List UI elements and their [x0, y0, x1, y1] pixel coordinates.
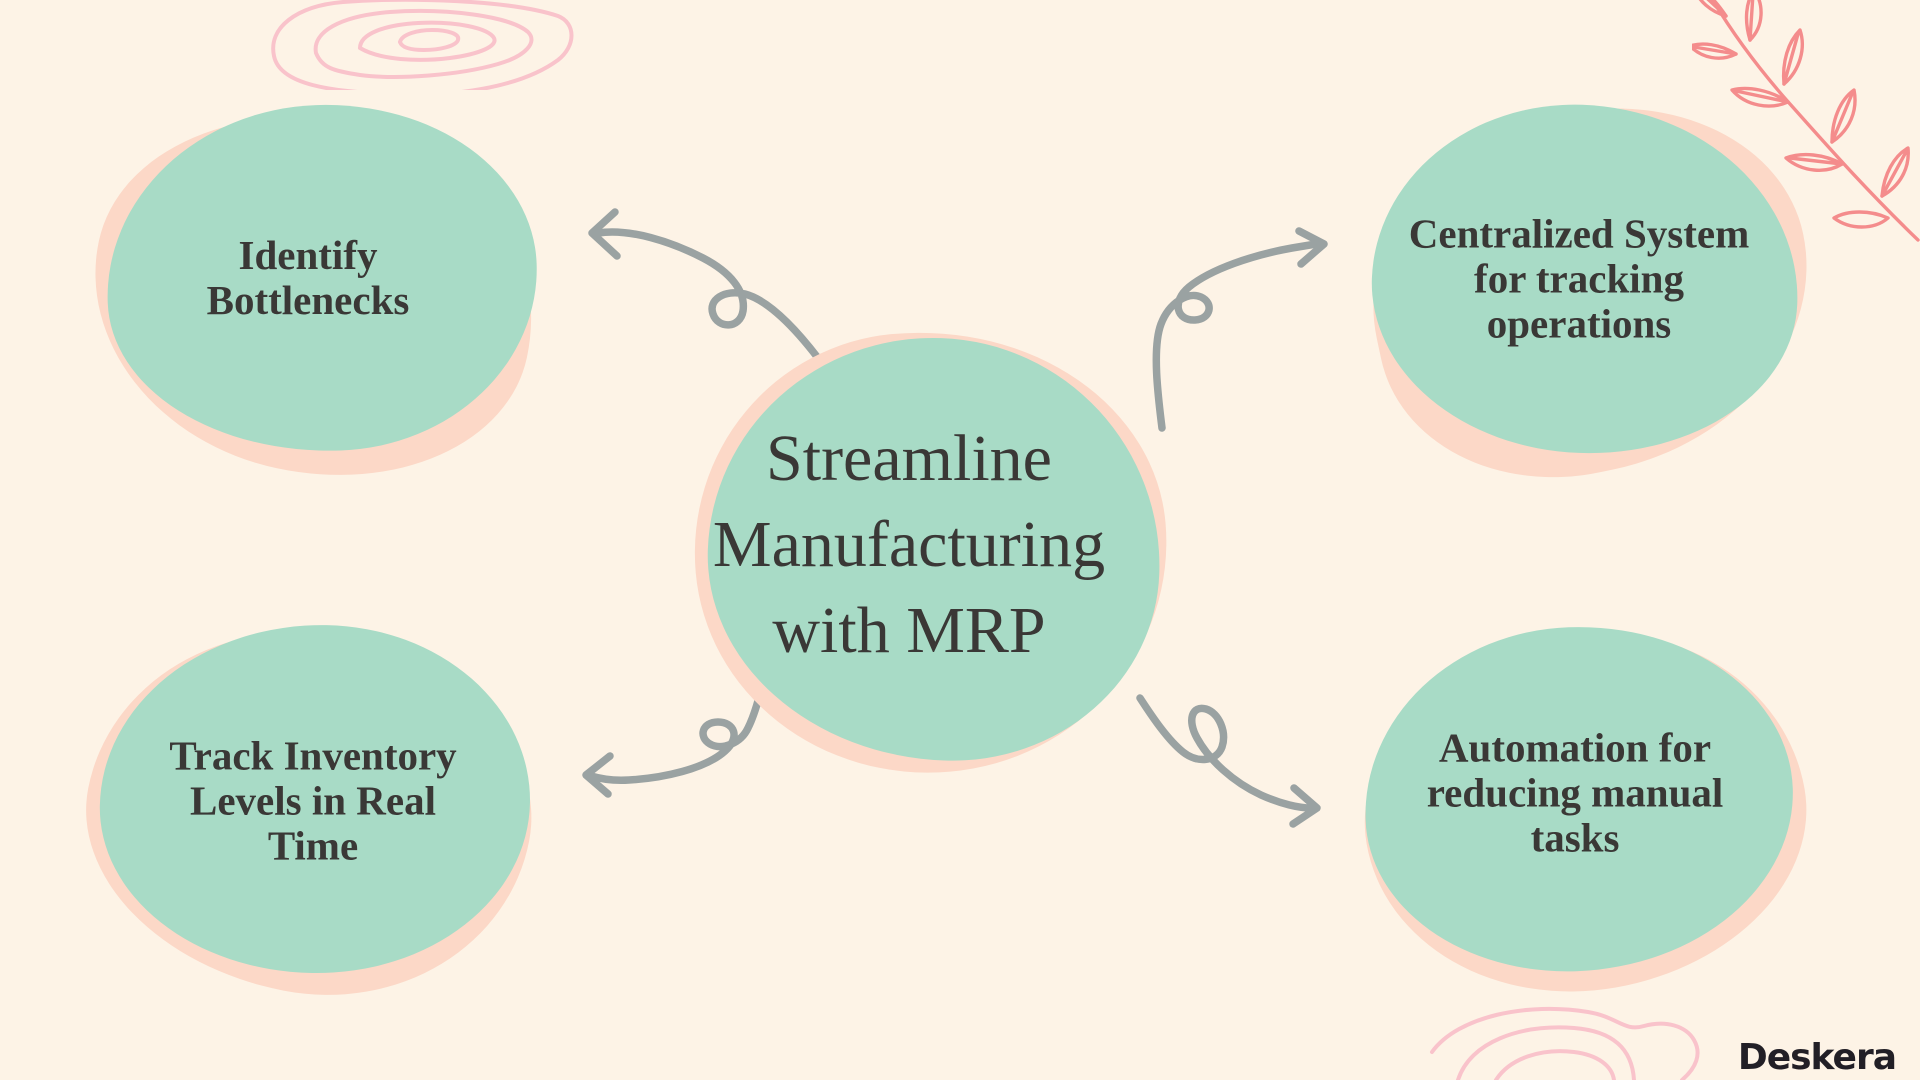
label-line: Levels in Real: [190, 777, 436, 824]
rose-mid-ring: [1456, 1025, 1636, 1080]
node-label: Centralized System for tracking operatio…: [1323, 210, 1834, 347]
leaf: [1832, 210, 1890, 229]
title-line: with MRP: [772, 594, 1046, 667]
label-line: Track Inventory: [169, 732, 457, 779]
rose-inner-ring: [358, 20, 497, 62]
arrowhead: [1295, 227, 1328, 268]
rose-core-ring: [398, 28, 461, 52]
title-line: Manufacturing: [712, 508, 1106, 581]
leaf-vein: [1880, 150, 1908, 198]
label-line: Automation for: [1438, 724, 1712, 771]
rose-outer-ring: [1430, 1006, 1700, 1080]
leaf: [1730, 86, 1790, 108]
rose-inner-ring: [1494, 1049, 1616, 1080]
node-label: Automation for reducing manual tasks: [1318, 724, 1832, 861]
leaf-vein: [1782, 32, 1800, 86]
node-centralized-system: Centralized System for tracking operatio…: [1339, 70, 1843, 512]
arrowhead: [588, 208, 621, 260]
rose-swirl-top-decoration: [271, 0, 574, 90]
node-track-inventory: Track Inventory Levels in Real Time: [57, 594, 561, 1032]
arrowhead: [582, 752, 614, 798]
rose-mid-ring: [313, 8, 534, 79]
label-line: Time: [267, 822, 359, 869]
leaf: [1698, 0, 1728, 18]
connector-to-top-left: [588, 208, 822, 362]
leaf: [1880, 146, 1910, 198]
leaf-vein: [1706, 0, 1728, 18]
node-identify-bottlenecks: Identify Bottlenecks: [60, 73, 568, 515]
rose-outer-ring: [271, 0, 574, 90]
node-automation: Automation for reducing manual tasks: [1337, 600, 1833, 1026]
label-line: Bottlenecks: [206, 277, 410, 323]
leaf: [1830, 88, 1857, 144]
node-label: Identify Bottlenecks: [50, 233, 566, 323]
label-line: operations: [1486, 300, 1672, 347]
label-line: Centralized System: [1408, 210, 1750, 257]
label-line: reducing manual: [1426, 769, 1724, 816]
connector-curve: [1152, 240, 1320, 432]
leaf: [1692, 42, 1738, 60]
label-line: Identify: [238, 232, 378, 278]
leaf: [1744, 0, 1763, 42]
connector-to-bottom-right: [1136, 694, 1321, 828]
label-line: for tracking: [1474, 255, 1684, 302]
leaf: [1781, 28, 1804, 86]
rose-swirl-bottom-decoration: [1430, 1006, 1700, 1080]
node-label: Track Inventory Levels in Real Time: [55, 732, 571, 869]
arrowhead: [1289, 784, 1321, 828]
leaf-vein: [1734, 89, 1790, 104]
leaf-vein: [1692, 45, 1738, 56]
deskera-logo: Deskera: [1737, 1037, 1897, 1078]
leaf-vein: [1830, 92, 1854, 144]
label-line: tasks: [1530, 814, 1620, 861]
connector-curve: [1136, 694, 1315, 812]
title-line: Streamline: [766, 422, 1052, 495]
leaf-vein: [1748, 0, 1755, 42]
central-topic-bubble: Streamline Manufacturing with MRP: [676, 311, 1186, 793]
main-title: Streamline Manufacturing with MRP: [638, 416, 1180, 674]
connector-to-top-right: [1152, 227, 1328, 432]
